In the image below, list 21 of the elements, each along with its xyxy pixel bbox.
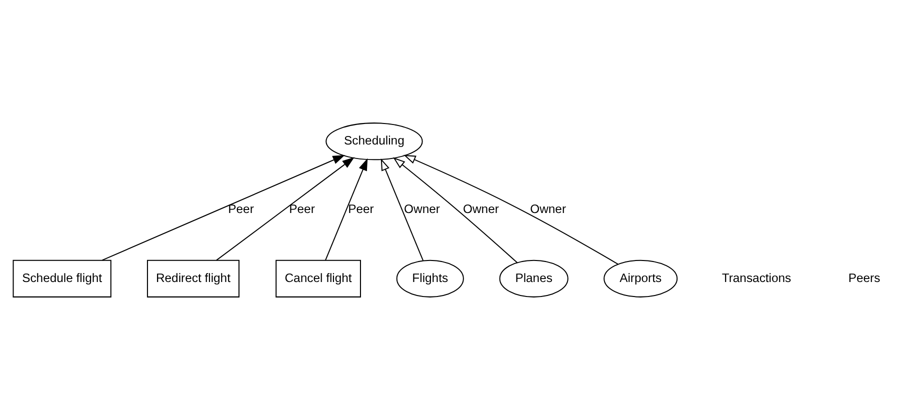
edge-label: Peer <box>228 202 254 216</box>
label: Peers <box>848 270 880 284</box>
node-ellipse: Planes <box>498 259 568 297</box>
edge-label: Owner <box>530 202 566 216</box>
arrow <box>380 158 424 260</box>
label: Transactions <box>721 270 791 284</box>
edge-label: Owner <box>404 202 440 216</box>
arrow <box>216 156 354 260</box>
node-box: Redirect flight <box>146 259 239 297</box>
edge-label: Peer <box>288 202 314 216</box>
arrow <box>403 154 618 264</box>
edge-label: Peer <box>348 202 374 216</box>
edge-label: Owner <box>462 202 498 216</box>
arrow <box>324 158 368 260</box>
node-ellipse: Flights <box>396 259 464 297</box>
arrow <box>102 154 344 260</box>
node-box: Schedule flight <box>12 259 111 297</box>
node-ellipse: Airports <box>603 259 678 297</box>
arrow <box>392 156 518 262</box>
node-ellipse: Scheduling <box>325 122 422 160</box>
node-box: Cancel flight <box>275 259 360 297</box>
